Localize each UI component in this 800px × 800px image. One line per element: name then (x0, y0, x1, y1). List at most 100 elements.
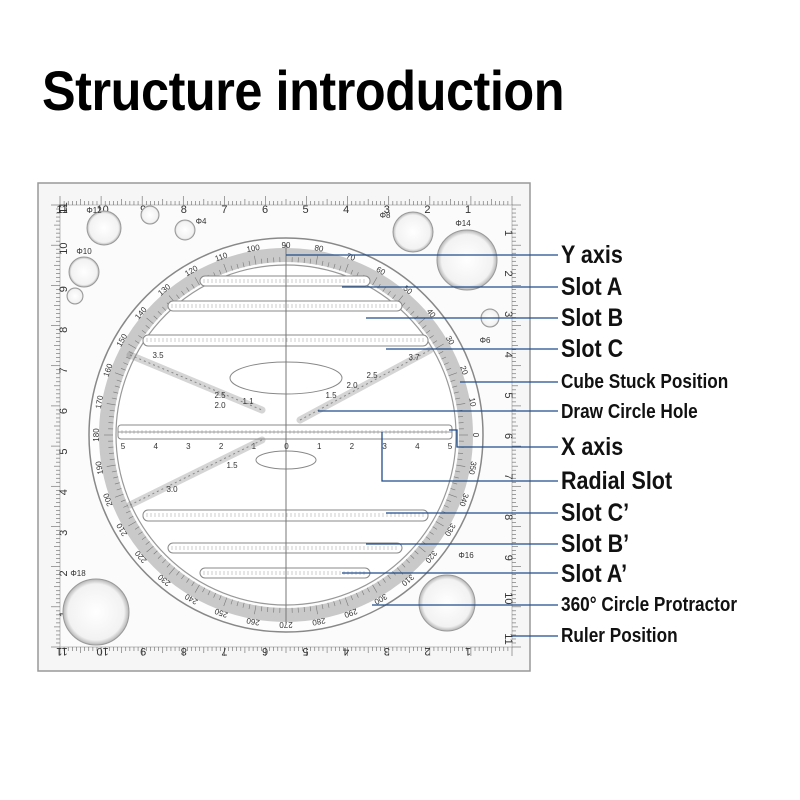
ruler-number-right: 9 (502, 555, 514, 561)
protractor-tick (303, 607, 305, 613)
ruler-number-top: 8 (181, 204, 187, 216)
protractor-tick (441, 356, 447, 360)
protractor-tick (401, 563, 406, 568)
ruler-ticks (51, 196, 521, 656)
protractor-tick (141, 330, 147, 334)
ruler-number-right: 6 (502, 433, 514, 439)
protractor-tick (219, 595, 222, 601)
protractor-tick (242, 602, 245, 608)
ruler-number-right: 10 (502, 592, 514, 604)
protractor-tick (458, 452, 464, 454)
ruler-number-top: 6 (262, 204, 268, 216)
protractor-tick (309, 606, 312, 612)
protractor-tick (123, 362, 129, 365)
ruler-number-bottom: 4 (343, 645, 349, 657)
radial-number: 2.0 (214, 401, 226, 410)
protractor-tick (145, 325, 150, 329)
ruler-number-right: 8 (502, 514, 514, 520)
protractor-number: 290 (342, 606, 358, 619)
protractor-number: 280 (311, 616, 326, 627)
protractor-number: 80 (314, 243, 325, 254)
protractor-tick (162, 306, 167, 311)
protractor-tick (303, 257, 305, 263)
protractor-tick (387, 574, 391, 580)
protractor-tick (138, 335, 143, 339)
protractor-tick (356, 592, 359, 598)
protractor-number: 260 (245, 616, 260, 627)
protractor-tick (432, 526, 438, 530)
protractor-tick (422, 325, 427, 329)
protractor-tick (134, 340, 140, 344)
protractor-tick (418, 317, 426, 325)
protractor-tick (260, 606, 263, 612)
protractor-tick (327, 262, 330, 268)
protractor-tick (145, 541, 150, 545)
x-axis-number: 2 (219, 442, 224, 451)
ruler-number-bottom: 2 (424, 645, 430, 657)
protractor-tick (230, 599, 233, 605)
protractor-tick (153, 315, 158, 320)
protractor-tick (125, 510, 131, 514)
protractor-number: 200 (101, 491, 114, 507)
protractor-tick (111, 397, 117, 400)
slot-b-prime (167, 542, 403, 554)
protractor-tick (392, 294, 396, 299)
ruler-number-bottom: 7 (221, 645, 227, 657)
protractor-tick (194, 584, 200, 593)
ruler-number-right: 5 (502, 392, 514, 398)
protractor-tick (176, 294, 180, 299)
protractor-tick (116, 379, 122, 382)
protractor-tick (443, 505, 449, 508)
hole-phi10 (68, 256, 100, 288)
label-slot-a: Slot A (561, 273, 623, 301)
radial-slot (296, 346, 434, 424)
protractor-tick (267, 257, 269, 263)
radial-number: 1.5 (325, 391, 337, 400)
protractor-tick (443, 362, 449, 365)
protractor-tick (435, 521, 444, 527)
protractor-tick (141, 536, 147, 540)
protractor-tick (429, 531, 434, 535)
protractor-ticks (104, 253, 468, 617)
ruler-number-left: 4 (58, 489, 70, 495)
x-axis-number: 5 (448, 442, 453, 451)
x-axis-number: 0 (284, 442, 289, 451)
radial-numbers: 3.53.02.52.01.51.13.72.52.01.5 (152, 351, 420, 494)
protractor-tick (425, 536, 431, 540)
ruler-number-top: 4 (343, 204, 349, 216)
protractor-tick (157, 554, 162, 559)
protractor-tick (452, 385, 458, 388)
ruler-number-top: 3 (384, 204, 390, 216)
protractor-tick (113, 391, 119, 394)
protractor-tick (128, 351, 134, 355)
ruler-number-bottom: 9 (140, 645, 146, 657)
radial-number: 3.5 (152, 351, 164, 360)
protractor-number: 340 (457, 492, 470, 508)
protractor-tick (414, 550, 419, 555)
protractor-tick (438, 351, 444, 355)
radial-number: 2.5 (366, 371, 378, 380)
ruler-number-left: 3 (58, 530, 70, 536)
ruler-number-bottom: 5 (303, 645, 309, 657)
protractor-tick (455, 397, 461, 400)
radial-number: 2.0 (346, 381, 358, 390)
protractor-tick (123, 505, 129, 508)
leader-x-axis (449, 429, 558, 448)
protractor-tick (372, 584, 378, 593)
ruler-number-bottom: 1 (465, 645, 471, 657)
protractor-tick (219, 269, 222, 275)
protractor-tick (181, 290, 185, 296)
label-ruler-position: Ruler Position (561, 625, 678, 647)
protractor-tick (194, 277, 200, 286)
protractor-tick (106, 403, 116, 406)
protractor-tick (138, 531, 143, 535)
protractor-tick (254, 605, 257, 615)
protractor-tick (153, 550, 158, 555)
protractor-tick (350, 595, 353, 601)
protractor-tick (166, 563, 171, 568)
radial-number: 2.5 (214, 391, 226, 400)
protractor-tick (382, 578, 386, 583)
label-slot-a-prime: Slot A’ (561, 560, 628, 588)
hole-label: Φ8 (380, 211, 391, 220)
